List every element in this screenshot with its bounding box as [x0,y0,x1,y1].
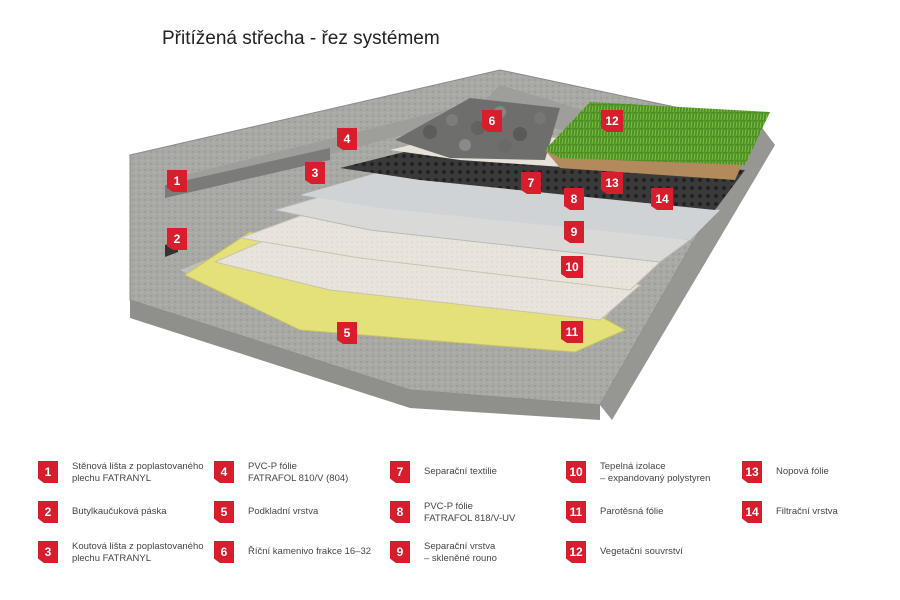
marker-label: 4 [344,132,351,146]
marker-label: 11 [566,325,579,339]
legend-badge: 2 [38,501,58,523]
legend-text: Stěnová lišta z poplastovaného plechu FA… [72,461,204,484]
marker-10: 10 [561,256,583,278]
marker-label: 1 [174,174,181,188]
legend-badge: 10 [566,461,586,483]
legend-badge: 5 [214,501,234,523]
legend-item-9: 9 Separační vrstva – skleněné rouno [390,541,574,565]
legend-text: Nopová fólie [776,466,829,477]
pvc-membrane [300,172,720,240]
legend-item-11: 11 Parotěsná fólie [566,501,750,523]
legend-item-3: 3 Koutová lišta z poplastovaného plechu … [38,541,222,565]
legend-item-14: 14 Filtrační vrstva [742,501,886,523]
roof-section-illustration: 1 2 3 4 5 6 7 8 9 10 11 12 13 14 [129,69,775,420]
legend-badge: 11 [566,501,586,523]
legend-badge: 8 [390,501,410,523]
legend-text: Tepelná izolace – expandovaný polystyren [600,461,711,484]
marker-label: 8 [571,192,578,206]
marker-label: 7 [528,176,535,190]
marker-label: 5 [344,326,351,340]
legend-item-6: 6 Říční kamenivo frakce 16–32 [214,541,398,563]
legend-item-1: 1 Stěnová lišta z poplastovaného plechu … [38,461,222,485]
legend-item-2: 2 Butylkaučuková páska [38,501,222,523]
legend-text: Podkladní vrstva [248,506,319,517]
marker-2: 2 [167,228,187,250]
legend-badge: 13 [742,461,762,483]
wall-flashing-strip [165,148,330,198]
marker-5: 5 [337,322,357,344]
marker-7: 7 [521,172,541,194]
marker-label: 3 [312,166,319,180]
marker-6: 6 [482,110,502,132]
legend-text: Separační vrstva – skleněné rouno [424,541,497,564]
concrete-slab-side [600,125,775,420]
legend-text: Filtrační vrstva [776,506,838,517]
legend-text: Koutová lišta z poplastovaného plechu FA… [72,541,204,564]
concrete-slab-front [130,300,600,420]
marker-label: 6 [489,114,496,128]
marker-4: 4 [337,128,357,150]
legend-badge: 12 [566,541,586,563]
marker-14: 14 [651,188,673,210]
gravel-layer [395,98,560,160]
marker-8: 8 [564,188,584,210]
marker-9: 9 [564,221,584,243]
marker-label: 13 [605,176,619,190]
marker-11: 11 [561,321,583,343]
legend-text: Říční kamenivo frakce 16–32 [248,546,372,557]
marker-label: 14 [655,192,669,206]
page-title: Přitížená střecha - řez systémem [162,28,440,49]
marker-label: 12 [605,114,619,128]
legend-item-10: 10 Tepelná izolace – expandovaný polysty… [566,461,750,485]
marker-12: 12 [601,110,623,132]
legend-badge: 1 [38,461,58,483]
legend-text: PVC-P fólie FATRAFOL 810/V (804) [248,461,349,484]
legend-item-7: 7 Separační textilie [390,461,574,483]
marker-label: 10 [565,260,579,274]
legend-text: Vegetační souvrství [600,546,683,557]
legend-item-5: 5 Podkladní vrstva [214,501,398,523]
marker-3: 3 [305,162,325,184]
marker-label: 9 [571,225,578,239]
legend-text: Separační textilie [424,466,497,477]
marker-1: 1 [167,170,187,192]
marker-13: 13 [601,172,623,194]
legend-item-4: 4 PVC-P fólie FATRAFOL 810/V (804) [214,461,398,485]
legend: 1 Stěnová lišta z poplastovaného plechu … [0,455,900,595]
legend-text: PVC-P fólie FATRAFOL 818/V-UV [424,501,516,524]
legend-badge: 14 [742,501,762,523]
legend-item-12: 12 Vegetační souvrství [566,541,750,563]
legend-item-8: 8 PVC-P fólie FATRAFOL 818/V-UV [390,501,574,525]
marker-label: 2 [174,232,181,246]
legend-text: Butylkaučuková páska [72,506,167,517]
legend-badge: 9 [390,541,410,563]
legend-item-13: 13 Nopová fólie [742,461,886,483]
legend-badge: 3 [38,541,58,563]
legend-text: Parotěsná fólie [600,506,664,517]
legend-badge: 4 [214,461,234,483]
legend-badge: 6 [214,541,234,563]
legend-badge: 7 [390,461,410,483]
